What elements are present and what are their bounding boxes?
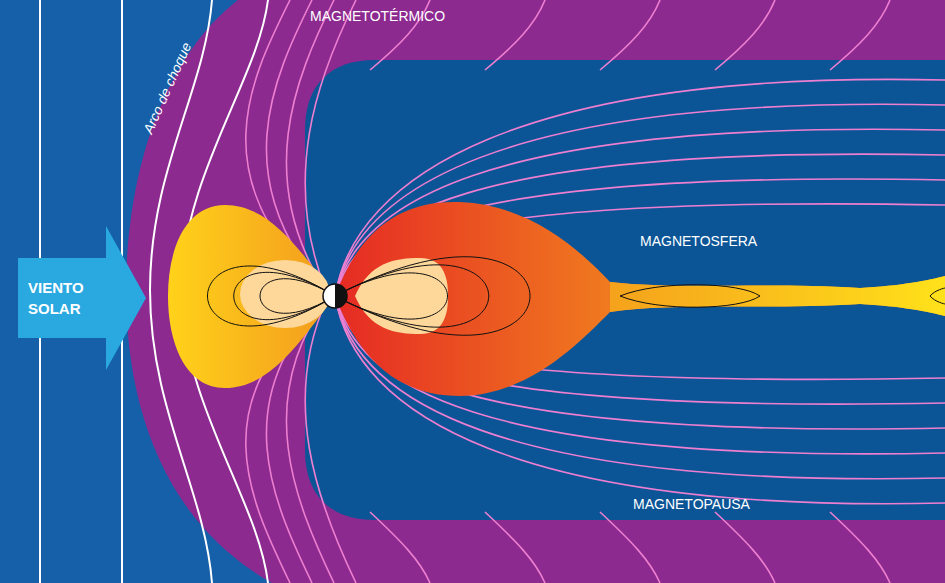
region-label: MAGNETOTÉRMICO [310,8,445,24]
boundary-label: MAGNETOPAUSA [633,496,750,512]
solar-wind-arrow: VIENTO SOLAR [18,226,146,370]
arrow-label: VIENTO SOLAR [28,277,90,319]
arrow-shape [18,226,146,370]
region-label: MAGNETOSFERA [640,233,757,249]
